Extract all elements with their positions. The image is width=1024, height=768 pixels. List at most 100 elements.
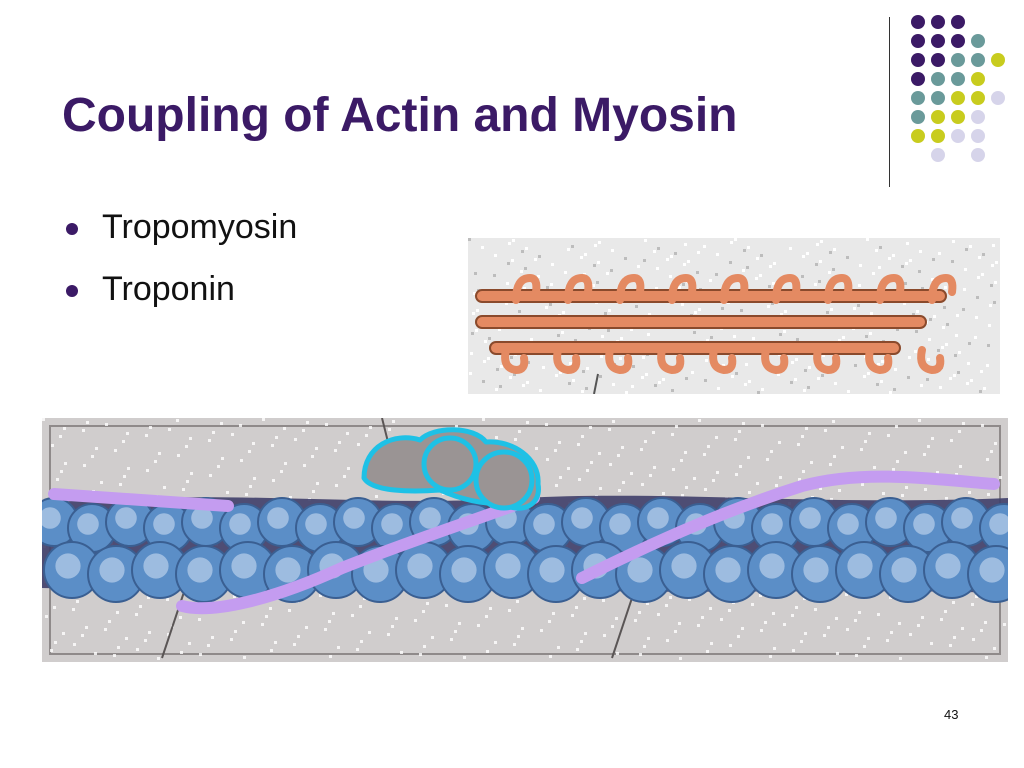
speckle: [930, 642, 933, 645]
speckle: [315, 447, 318, 450]
actin-bead-highlight: [231, 553, 257, 579]
speckle: [773, 262, 776, 265]
speckle: [525, 247, 528, 250]
speckle: [534, 258, 537, 261]
speckle: [796, 338, 799, 341]
actin-bead-highlight: [495, 553, 521, 579]
speckle: [794, 378, 797, 381]
speckle: [830, 498, 833, 501]
speckle: [546, 286, 549, 289]
speckle: [242, 621, 245, 624]
speckle: [956, 314, 959, 317]
speckle: [990, 450, 993, 453]
actin-bead-highlight: [419, 507, 441, 529]
decorative-dot: [931, 110, 945, 124]
speckle: [675, 425, 678, 428]
speckle: [91, 455, 94, 458]
speckle: [761, 424, 764, 427]
speckle: [830, 308, 833, 311]
speckle: [920, 384, 923, 387]
speckle: [643, 259, 646, 262]
speckle: [422, 610, 425, 613]
speckle: [991, 264, 994, 267]
speckle: [431, 636, 434, 639]
speckle: [581, 390, 584, 393]
speckle: [833, 455, 836, 458]
decorative-dot: [971, 91, 985, 105]
speckle: [942, 326, 945, 329]
speckle: [580, 256, 583, 259]
speckle: [963, 288, 966, 291]
speckle: [962, 308, 965, 311]
speckle: [621, 446, 624, 449]
speckle: [365, 434, 368, 437]
speckle: [329, 655, 332, 658]
speckle: [571, 245, 574, 248]
actin-bead-highlight: [989, 513, 1008, 535]
speckle: [898, 622, 901, 625]
speckle: [734, 438, 737, 441]
decorative-dot: [991, 53, 1005, 67]
speckle: [800, 640, 803, 643]
speckle: [475, 329, 478, 332]
speckle: [598, 241, 601, 244]
speckle: [580, 640, 583, 643]
actin-bead-highlight: [759, 553, 785, 579]
speckle: [767, 305, 770, 308]
speckle: [804, 632, 807, 635]
actin-bead-highlight: [799, 507, 821, 529]
speckle: [85, 626, 88, 629]
speckle: [369, 426, 372, 429]
speckle: [611, 249, 614, 252]
myosin-backbone: [475, 315, 927, 329]
speckle: [189, 437, 192, 440]
speckle: [476, 309, 479, 312]
speckle: [637, 265, 640, 268]
speckle: [977, 276, 980, 279]
speckle: [549, 303, 552, 306]
speckle: [892, 254, 895, 257]
speckle: [986, 458, 989, 461]
speckle: [983, 387, 986, 390]
speckle: [795, 606, 798, 609]
speckle: [747, 456, 750, 459]
speckle: [270, 649, 273, 652]
speckle: [649, 474, 652, 477]
speckle: [82, 429, 85, 432]
speckle: [647, 333, 650, 336]
speckle: [764, 621, 767, 624]
speckle: [968, 491, 971, 494]
speckle: [617, 454, 620, 457]
speckle: [957, 371, 960, 374]
speckle: [644, 440, 647, 443]
speckle: [801, 435, 804, 438]
speckle: [549, 655, 552, 658]
speckle: [488, 337, 491, 340]
speckle: [738, 430, 741, 433]
decorative-dot: [911, 72, 925, 86]
speckle: [167, 633, 170, 636]
speckle: [748, 491, 751, 494]
speckle: [208, 439, 211, 442]
speckle: [526, 421, 529, 424]
troponin-lobe: [473, 449, 535, 511]
speckle: [455, 425, 458, 428]
speckle: [994, 442, 997, 445]
speckle: [212, 431, 215, 434]
speckle: [207, 644, 210, 647]
myosin-head: [657, 346, 685, 375]
speckle: [149, 426, 152, 429]
speckle: [696, 271, 699, 274]
speckle: [656, 267, 659, 270]
speckle: [221, 457, 224, 460]
speckle: [919, 250, 922, 253]
speckle: [824, 429, 827, 432]
decorative-dot: [931, 148, 945, 162]
speckle: [294, 438, 297, 441]
speckle: [493, 274, 496, 277]
speckle: [522, 384, 525, 387]
speckle: [45, 615, 48, 618]
actin-bead-highlight: [115, 507, 137, 529]
speckle: [706, 339, 709, 342]
speckle: [524, 267, 527, 270]
